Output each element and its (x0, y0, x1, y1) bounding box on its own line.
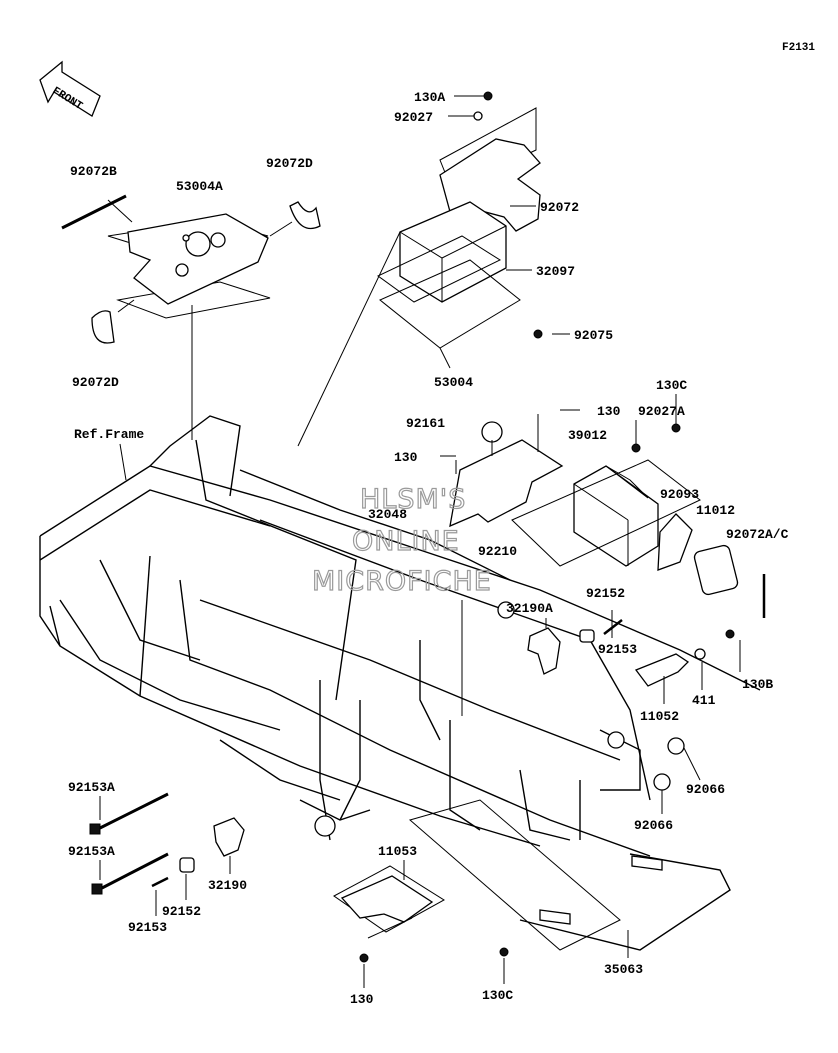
label-92072B: 92072B (70, 164, 117, 179)
label-92093: 92093 (660, 487, 699, 502)
label-32190A: 32190A (506, 601, 553, 616)
front-arrow-icon: FRONT (39, 60, 101, 117)
label-92027A: 92027A (638, 404, 685, 419)
label-130C-top: 130C (656, 378, 687, 393)
label-11053: 11053 (378, 844, 417, 859)
label-130B: 130B (742, 677, 773, 692)
label-130-bottom: 130 (350, 992, 374, 1007)
label-11012: 11012 (696, 503, 735, 518)
label-92072D-top: 92072D (266, 156, 313, 171)
watermark-line-3: MICROFICHE (312, 566, 492, 597)
label-32190: 32190 (208, 878, 247, 893)
label-411: 411 (692, 693, 716, 708)
label-32048: 32048 (368, 507, 407, 522)
label-92066-a: 92066 (686, 782, 725, 797)
page-code: F2131 (782, 42, 815, 54)
label-92153A-b: 92153A (68, 844, 115, 859)
frame-assembly (39, 415, 761, 857)
band-92072D-bottom-icon (91, 299, 135, 344)
label-92153-right: 92153 (598, 642, 637, 657)
label-92072D-bottom: 92072D (72, 375, 119, 390)
label-92153-left: 92153 (128, 920, 167, 935)
label-92152-right: 92152 (586, 586, 625, 601)
label-35063: 35063 (604, 962, 643, 977)
ref-frame-label: Ref.Frame (74, 427, 144, 442)
band-92072D-top-icon (269, 201, 321, 237)
label-53004A: 53004A (176, 179, 223, 194)
label-53004: 53004 (434, 375, 473, 390)
mid-right-group (449, 414, 766, 618)
watermark-line-2: ONLINE (352, 526, 460, 557)
lower-parts-group (89, 600, 735, 963)
label-130C-bottom: 130C (482, 988, 513, 1003)
upper-right-group (297, 91, 570, 447)
label-92210: 92210 (478, 544, 517, 559)
label-39012: 39012 (568, 428, 607, 443)
label-92161: 92161 (406, 416, 445, 431)
label-130A: 130A (414, 90, 445, 105)
watermark-line-1: HLSM'S (360, 484, 466, 515)
label-92066-b: 92066 (634, 818, 673, 833)
label-11052: 11052 (640, 709, 679, 724)
label-92072AC: 92072A/C (726, 527, 789, 542)
label-92152-left: 92152 (162, 904, 201, 919)
label-32097: 32097 (536, 264, 575, 279)
label-130-mid: 130 (394, 450, 418, 465)
plate-53004A-group (107, 213, 271, 440)
label-130-right: 130 (597, 404, 621, 419)
label-92027: 92027 (394, 110, 433, 125)
label-92072: 92072 (540, 200, 579, 215)
cable-tie-92072B-icon (61, 194, 133, 230)
label-92153A-a: 92153A (68, 780, 115, 795)
label-92075: 92075 (574, 328, 613, 343)
